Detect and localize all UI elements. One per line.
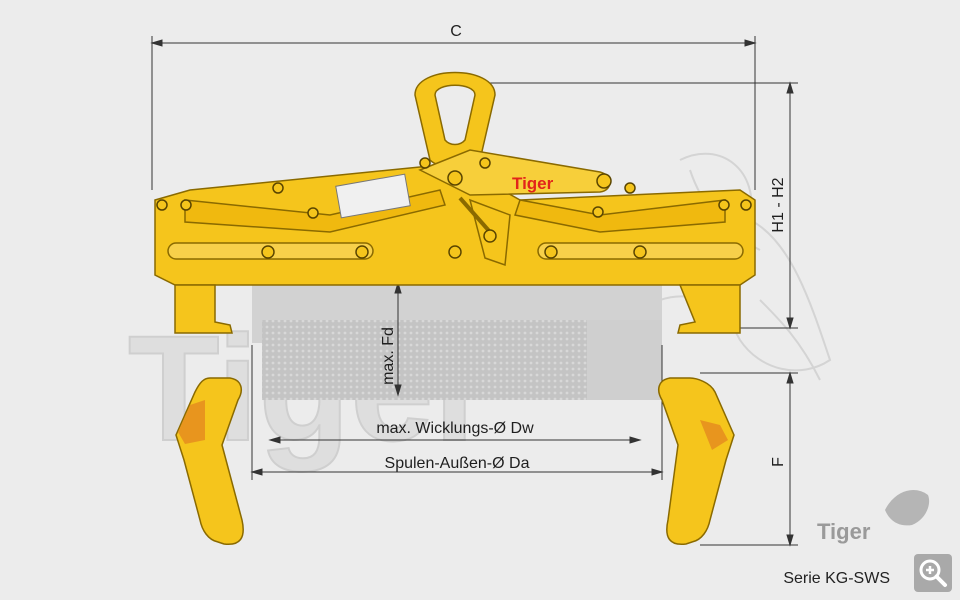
dimension-dw-label: max. Wicklungs-Ø Dw [376, 420, 534, 437]
brand-logo: Tiger [817, 490, 930, 544]
coil-gripper [154, 71, 756, 334]
series-label: Serie KG-SWS [783, 570, 890, 587]
zoom-button[interactable] [914, 554, 952, 592]
dimension-h1-h2-label: H1 - H2 [770, 177, 787, 232]
svg-text:Tiger: Tiger [817, 519, 871, 544]
beam-brand-logo: Tiger [512, 174, 554, 193]
dimension-fd-label: max. Fd [380, 327, 397, 385]
zoom-in-icon [919, 559, 947, 587]
dimension-lines [150, 36, 798, 547]
dimension-da-label: Spulen-Außen-Ø Da [385, 455, 530, 472]
gripper-jaws [175, 377, 735, 546]
pins [156, 157, 752, 259]
dimension-c-label: C [450, 23, 462, 40]
name-plate [335, 173, 411, 219]
dimension-f-label: F [770, 457, 787, 467]
coil [252, 283, 662, 400]
